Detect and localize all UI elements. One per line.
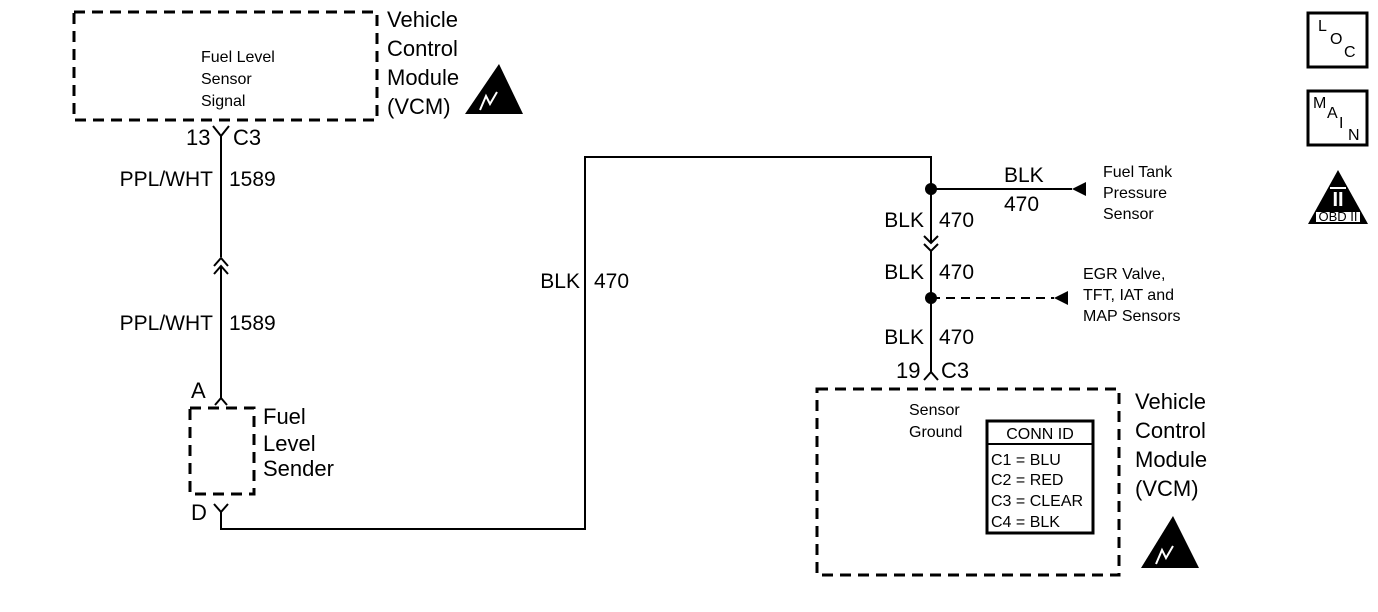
main-letter: N [1348, 127, 1360, 144]
main-button[interactable]: M A I N [1306, 89, 1369, 147]
fuel-sender-title-line-1: Fuel [263, 404, 306, 429]
conn-id-row: C2 = RED [991, 472, 1063, 489]
loc-letter: O [1330, 31, 1342, 48]
loc-letter: L [1318, 18, 1327, 35]
vcm-bottom-title: Vehicle Control Module (VCM) [1135, 389, 1207, 501]
seg2-color: BLK [884, 261, 924, 284]
fuel-sender-title: Fuel Level Sender [263, 404, 334, 481]
conn-id-row: C3 = CLEAR [991, 493, 1083, 510]
vcm-top-title-line-4: (VCM) [387, 94, 451, 119]
vcm-top-title-line-2: Control [387, 36, 458, 61]
connector-symbol [214, 396, 228, 406]
vcm-bottom-circuit-label: Sensor Ground [909, 402, 962, 441]
vcm-bottom-title-line-1: Vehicle [1135, 389, 1206, 414]
conn-id-frame [985, 419, 1095, 535]
branch-color: BLK [1004, 164, 1044, 187]
obd-numeral: II [1332, 189, 1343, 211]
fuel-wire-lower-color: PPL/WHT [120, 312, 214, 335]
fuel-tank-line-2: Pressure [1103, 185, 1167, 202]
fuel-sender-title-line-3: Sender [263, 456, 334, 481]
vcm-top-pin: 13 [186, 125, 210, 150]
vcm-bottom-title-line-4: (VCM) [1135, 476, 1199, 501]
branch-arrow-icon [1072, 182, 1086, 196]
seg2-circuit: 470 [939, 261, 974, 284]
vcm-bottom-circuit-line-2: Ground [909, 424, 962, 441]
vcm-bottom-box [815, 387, 1121, 577]
main-letter: A [1327, 105, 1338, 122]
vcm-bottom-circuit-line-1: Sensor [909, 402, 960, 419]
vcm-bottom-pin: 19 [896, 358, 920, 383]
fuel-wire-upper-circuit: 1589 [229, 168, 276, 191]
obd-ii-icon[interactable]: II OBD II [1308, 170, 1368, 224]
fuel-wire-upper-color: PPL/WHT [120, 168, 214, 191]
vcm-top-title-line-1: Vehicle [387, 7, 458, 32]
conn-id-header: CONN ID [1006, 426, 1074, 443]
sender-pin-d: D [191, 500, 207, 525]
vcm-bottom-connector: C3 [941, 358, 969, 383]
egr-line-1: EGR Valve, [1083, 266, 1165, 283]
fuel-level-sender-box [188, 406, 256, 496]
ground-long-circuit: 470 [594, 270, 629, 293]
loc-letter: C [1344, 44, 1356, 61]
vcm-top-circuit-label: Fuel Level Sensor Signal [201, 49, 275, 110]
vcm-bottom-title-line-2: Control [1135, 418, 1206, 443]
seg1-color: BLK [884, 209, 924, 232]
fuel-tank-sensor-label: Fuel Tank Pressure Sensor [1103, 164, 1173, 223]
seg3-circuit: 470 [939, 326, 974, 349]
fuel-wire-lower-circuit: 1589 [229, 312, 276, 335]
obd-label: OBD II [1318, 209, 1357, 224]
connector-symbol [212, 125, 230, 138]
egr-sensors-label: EGR Valve, TFT, IAT and MAP Sensors [1083, 266, 1181, 325]
vcm-top-circuit-line-3: Signal [201, 93, 245, 110]
vcm-top-circuit-line-2: Sensor [201, 71, 252, 88]
ground-long-color: BLK [540, 270, 580, 293]
main-letter: M [1313, 95, 1326, 112]
egr-line-2: TFT, IAT and [1083, 287, 1174, 304]
connector-symbol [213, 503, 229, 514]
main-letter: I [1339, 115, 1343, 132]
conn-id-row: C4 = BLK [991, 514, 1060, 531]
esd-warning-icon [1141, 516, 1199, 568]
seg3-color: BLK [884, 326, 924, 349]
conn-id-table: CONN ID C1 = BLU C2 = RED C3 = CLEAR C4 … [985, 419, 1095, 535]
branch-arrow-icon [1054, 291, 1068, 305]
vcm-top-box [72, 10, 379, 122]
fuel-sender-title-line-2: Level [263, 431, 316, 456]
ground-wire-main [220, 156, 932, 530]
egr-line-3: MAP Sensors [1083, 308, 1181, 325]
sender-pin-a: A [191, 378, 206, 403]
fuel-tank-line-1: Fuel Tank [1103, 164, 1173, 181]
esd-warning-icon [465, 64, 523, 114]
vcm-top-title: Vehicle Control Module (VCM) [387, 7, 459, 119]
vcm-top-connector: C3 [233, 125, 261, 150]
connector-symbol [923, 370, 939, 381]
vcm-top-circuit-line-1: Fuel Level [201, 49, 275, 66]
branch-circuit: 470 [1004, 193, 1039, 216]
fuel-tank-line-3: Sensor [1103, 206, 1154, 223]
vcm-top-title-line-3: Module [387, 65, 459, 90]
seg1-circuit: 470 [939, 209, 974, 232]
loc-button[interactable]: L O C [1306, 11, 1369, 69]
conn-id-row: C1 = BLU [991, 452, 1061, 469]
vcm-bottom-title-line-3: Module [1135, 447, 1207, 472]
